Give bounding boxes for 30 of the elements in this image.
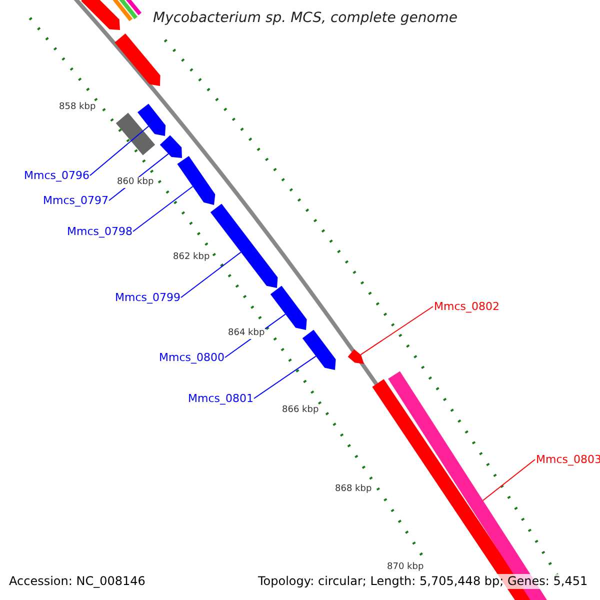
- scale-label: 862 kbp: [173, 252, 210, 263]
- footer-text: Accession: NC_008146: [9, 574, 146, 589]
- gene-label: Mmcs_0796: [24, 169, 90, 182]
- leader-line: [132, 186, 194, 232]
- scale-label: 864 kbp: [228, 328, 265, 339]
- leader-line: [180, 252, 242, 298]
- gene-feature: [270, 286, 307, 330]
- leader-line: [482, 459, 536, 501]
- gene-label: Mmcs_0797: [43, 194, 108, 207]
- gene-feature: [348, 349, 364, 364]
- scale-label: 858 kbp: [59, 102, 96, 113]
- leader-line: [360, 306, 434, 356]
- gene-label: Mmcs_0802: [434, 300, 500, 313]
- gene-label: Mmcs_0800: [159, 351, 224, 364]
- scale-label: 868 kbp: [335, 484, 372, 495]
- gene-feature: [210, 204, 278, 288]
- gene-label: Mmcs_0798: [67, 225, 132, 238]
- gene-feature: [138, 104, 166, 136]
- gene-feature: [302, 330, 336, 370]
- footer-text: Topology: circular; Length: 5,705,448 bp; Genes: 5,451: [258, 574, 588, 589]
- scale-label: 870 kbp: [387, 562, 424, 573]
- gene-label: Mmcs_0799: [115, 291, 180, 304]
- gene-label: Mmcs_0801: [188, 392, 254, 405]
- gene-feature: [177, 156, 216, 205]
- scale-label: 866 kbp: [282, 405, 319, 416]
- scale-label: 860 kbp: [117, 177, 154, 188]
- leader-line: [254, 356, 316, 399]
- leader-line: [90, 126, 149, 176]
- gene-feature: [160, 135, 182, 158]
- map-title: Mycobacterium sp. MCS, complete genome: [153, 10, 458, 26]
